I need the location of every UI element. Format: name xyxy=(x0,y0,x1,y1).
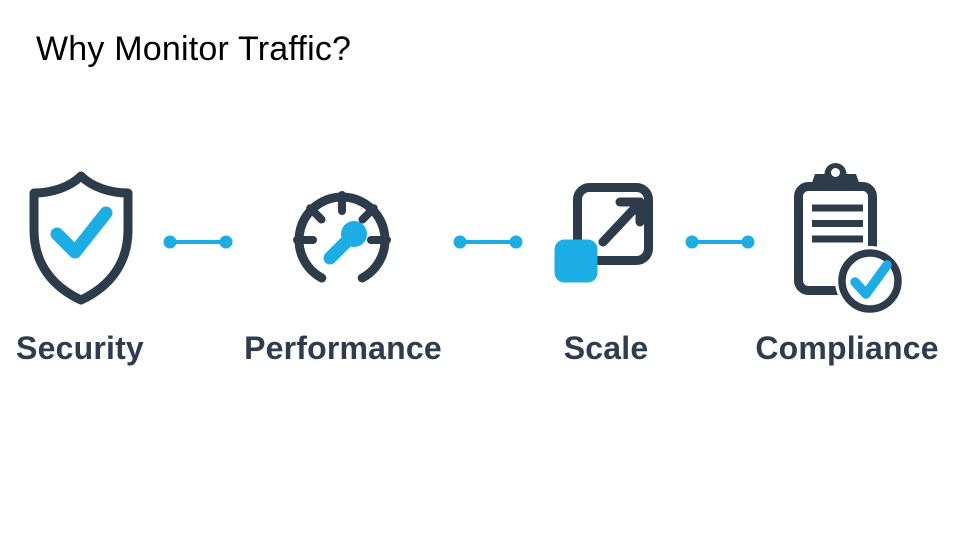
expand-arrow xyxy=(598,197,645,247)
item-label-security: Security xyxy=(16,330,144,366)
clipboard-clip xyxy=(809,163,862,191)
badge-check-mark xyxy=(850,260,892,299)
item-label-scale: Scale xyxy=(563,330,649,366)
check-mark xyxy=(50,206,113,259)
inner-square xyxy=(554,239,598,283)
item-label-compliance: Compliance xyxy=(755,330,939,366)
connector-dot xyxy=(453,235,467,249)
expand-square-icon xyxy=(554,183,653,283)
item-label-performance: Performance xyxy=(244,330,442,366)
gauge-tick-upright xyxy=(358,204,378,224)
shield-check-icon xyxy=(29,171,133,305)
gauge-needle xyxy=(323,221,367,265)
speedometer-icon xyxy=(293,191,391,283)
connector-dot xyxy=(219,235,233,249)
connector-line xyxy=(163,235,233,249)
connector-dot xyxy=(163,235,177,249)
page-title: Why Monitor Traffic? xyxy=(36,30,352,68)
clipboard-check-icon xyxy=(794,163,905,316)
connector-line xyxy=(453,235,523,249)
clipboard-text-lines xyxy=(812,204,863,243)
connector-line xyxy=(685,235,755,249)
gauge-tick-upleft xyxy=(306,204,326,224)
connector-dot xyxy=(685,235,699,249)
connector-dot xyxy=(509,235,523,249)
check-badge xyxy=(835,246,905,316)
connector-dot xyxy=(741,235,755,249)
